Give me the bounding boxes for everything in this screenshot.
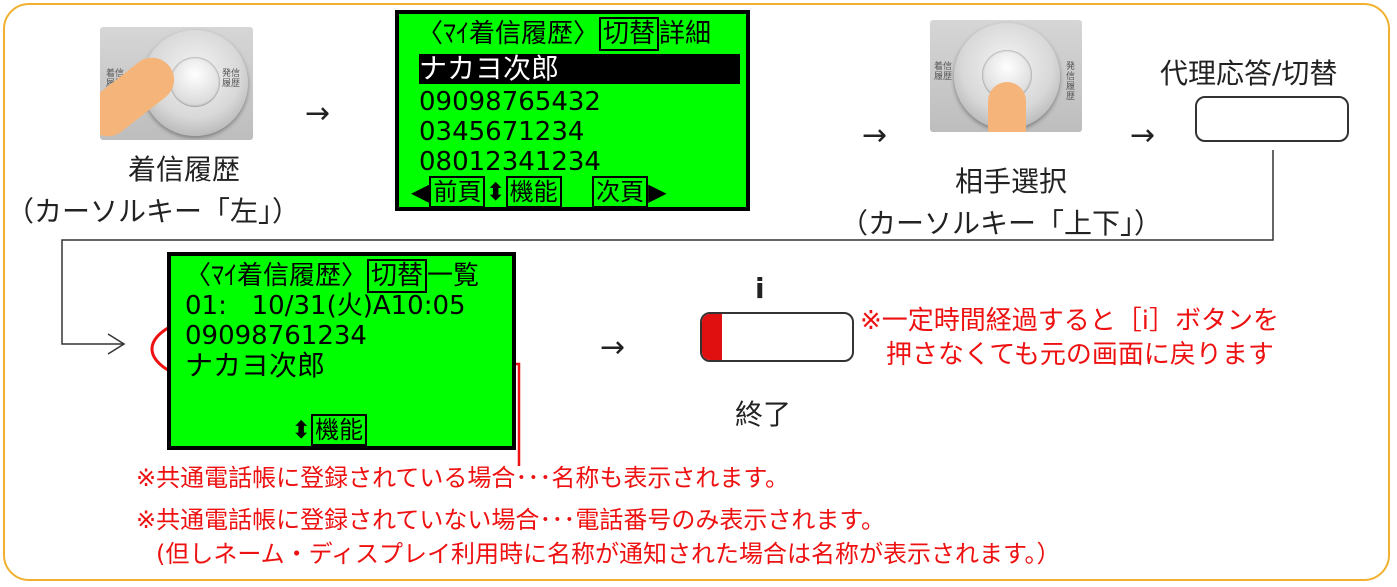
screen1-softkey-row: ◀前頁⬍機能 次頁▶	[411, 176, 667, 208]
detail-label[interactable]: 詳細	[659, 19, 712, 49]
screen1-header-row: 〈ﾏｲ着信履歴〉切替詳細	[417, 17, 712, 51]
cursor-center-button[interactable]	[170, 57, 220, 107]
info-key-led	[702, 314, 722, 360]
arrow-icon: →	[305, 96, 331, 131]
lcd-screen-entry: 〈ﾏｲ着信履歴〉切替一覧 01: 10/31(火)A10:05 09098761…	[167, 252, 516, 450]
diagram-frame	[3, 3, 1390, 581]
info-key[interactable]	[700, 312, 854, 362]
screen2-softkey-row: ⬍機能	[291, 414, 368, 446]
pad-label-left: 着信履歴	[934, 62, 953, 82]
step1-sublabel: （カーソルキー「左」）	[6, 195, 301, 228]
left-arrow-icon: ◀	[411, 178, 430, 206]
step1-label: 着信履歴	[128, 153, 241, 186]
timeout-note-line1: ※一定時間経過すると［i］ボタンを	[860, 306, 1280, 336]
step2-label: 相手選択	[955, 165, 1068, 198]
list-label[interactable]: 一覧	[427, 261, 480, 291]
proxy-answer-switch-key[interactable]	[1195, 96, 1349, 142]
updown-arrow-icon: ⬍	[485, 178, 506, 206]
selected-name: ナカヨ次郎	[419, 52, 560, 85]
arrow-icon: →	[600, 330, 626, 365]
updown-arrow-icon: ⬍	[291, 416, 312, 444]
screen1-header: 〈ﾏｲ着信履歴〉	[417, 19, 600, 49]
info-key-label: i	[755, 272, 765, 305]
step4-label: 終了	[735, 398, 792, 431]
function-softkey[interactable]: 機能	[311, 414, 368, 446]
screen2-header: 〈ﾏｲ着信履歴〉	[185, 261, 368, 291]
arrow-icon: →	[1130, 118, 1156, 153]
step3-label: 代理応答/切替	[1160, 57, 1338, 90]
screen2-header-row: 〈ﾏｲ着信履歴〉切替一覧	[185, 259, 480, 293]
history-number[interactable]: 08012341234	[419, 147, 601, 177]
function-softkey[interactable]: 機能	[505, 176, 562, 208]
history-number[interactable]: 0345671234	[419, 117, 585, 147]
switch-softkey[interactable]: 切替	[367, 259, 428, 293]
entry-name: ナカヨ次郎	[185, 349, 326, 382]
next-page-softkey[interactable]: 次頁	[592, 176, 649, 208]
arrow-icon: →	[862, 118, 888, 153]
history-number[interactable]: 09098765432	[419, 87, 601, 117]
cursor-key-pad-updown[interactable]: 着信履歴 発信履歴	[930, 20, 1082, 132]
pad-label-right: 発信履歴	[1066, 62, 1076, 102]
right-arrow-icon: ▶	[648, 178, 667, 206]
entry-datetime: 01: 10/31(火)A10:05	[185, 291, 466, 321]
lcd-screen-history: 〈ﾏｲ着信履歴〉切替詳細 ナカヨ次郎 09098765432 034567123…	[395, 10, 750, 211]
note-not-registered: ※共通電話帳に登録されていない場合･･･電話番号のみ表示されます。	[136, 506, 885, 534]
switch-softkey[interactable]: 切替	[599, 17, 660, 51]
note-exception: (但しネーム・ディスプレイ利用時に名称が通知された場合は名称が表示されます。）	[156, 540, 1061, 568]
timeout-note-line2: 押さなくても元の画面に戻ります	[886, 340, 1274, 370]
prev-page-softkey[interactable]: 前頁	[429, 176, 486, 208]
selected-entry[interactable]: ナカヨ次郎	[419, 54, 740, 84]
note-registered: ※共通電話帳に登録されている場合･･･名称も表示されます。	[136, 464, 789, 492]
entry-number: 09098761234	[185, 321, 367, 351]
pad-label-right: 発信履歴	[222, 69, 241, 89]
finger-icon	[988, 82, 1026, 132]
step2-sublabel: （カーソルキー「上下」）	[840, 207, 1163, 240]
